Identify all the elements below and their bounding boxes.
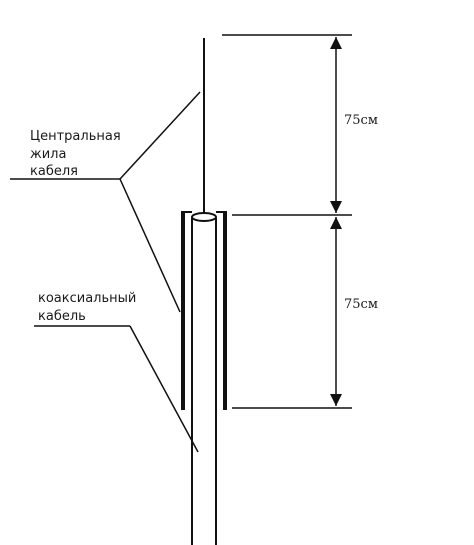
coax-cable: [191, 212, 217, 545]
coax-cable-end: [191, 212, 217, 222]
central-core-label: Центральная жила кабеля: [30, 129, 121, 179]
dimension-extension-lines: [222, 34, 352, 409]
central-core-label-line3: кабеля: [30, 164, 78, 179]
sleeve-shield: [181, 211, 227, 410]
dimension-lower-label: 75см: [344, 297, 378, 312]
coax-cable-leader: [34, 325, 199, 453]
central-core-leader: [10, 91, 201, 313]
coax-cable-label: коаксиальный кабель: [38, 291, 136, 324]
central-core-label-line1: Центральная: [30, 129, 121, 144]
central-core-label-line2: жила: [30, 147, 66, 162]
coax-cable-label-line1: коаксиальный: [38, 291, 136, 306]
dimension-upper-label: 75см: [344, 113, 378, 128]
coax-cable-label-line2: кабель: [38, 309, 86, 324]
